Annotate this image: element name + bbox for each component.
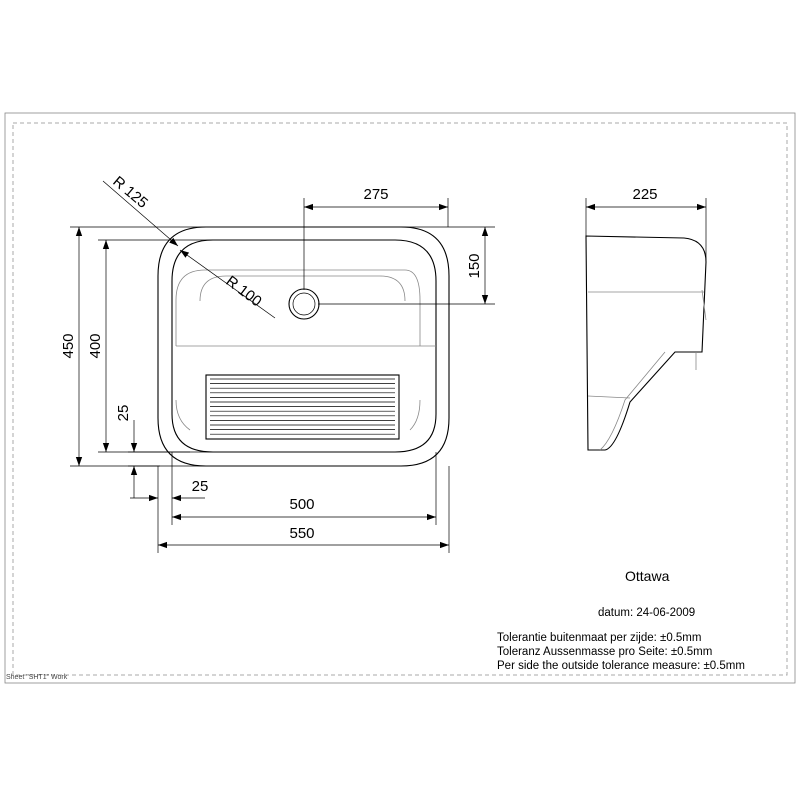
dim-400-label: 400	[87, 333, 104, 358]
dimension-450: 450	[60, 226, 206, 467]
side-view-line	[701, 289, 707, 321]
washboard-frame	[205, 374, 400, 440]
dim-500-label: 500	[289, 496, 314, 513]
side-view-line	[599, 351, 666, 451]
product-name: Ottawa	[625, 568, 670, 584]
bowl-inner-contour	[199, 275, 406, 302]
dimension-550: 550	[158, 466, 450, 553]
tolerance-german: Toleranz Aussenmasse pro Seite: ±0.5mm	[497, 646, 712, 658]
tolerance-english: Per side the outside tolerance measure: …	[497, 660, 745, 672]
dimension-r100: R 100	[179, 249, 276, 319]
side-view-outline	[585, 235, 707, 451]
dimension-25-vertical: 25	[115, 405, 190, 498]
sheet-label: Sheet "SHT1" Work	[6, 674, 68, 681]
dimension-500: 500	[172, 452, 437, 525]
dim-r100-label: R 100	[223, 273, 265, 311]
dim-275-label: 275	[363, 186, 388, 203]
dim-25-horizontal-label: 25	[192, 478, 209, 495]
sink-outer-rim	[157, 226, 450, 467]
dimension-r125: R 125	[102, 173, 179, 247]
dim-450-label: 450	[60, 333, 77, 358]
dimension-275: 275	[303, 186, 449, 290]
sink-side-view	[585, 235, 707, 451]
sheet-frame	[4, 112, 796, 684]
dim-25-vertical-label: 25	[115, 405, 132, 422]
tolerance-dutch: Tolerantie buitenmaat per zijde: ±0.5mm	[497, 632, 701, 644]
dimension-25-horizontal: 25	[130, 452, 208, 553]
drain-hole-inner	[292, 292, 316, 316]
sink-inner-rim	[171, 239, 437, 453]
drain-hole-outer	[288, 288, 320, 320]
dimension-225: 225	[585, 186, 707, 260]
dimension-150: 150	[318, 226, 495, 305]
sink-top-view	[157, 226, 450, 467]
bowl-upper-outline	[175, 269, 421, 346]
washboard-ribs	[210, 378, 395, 435]
bowl-lower-outline	[175, 399, 421, 431]
dim-150-label: 150	[466, 253, 483, 278]
drawing-date: datum: 24-06-2009	[598, 607, 695, 619]
dim-550-label: 550	[289, 525, 314, 542]
side-view-line	[587, 395, 631, 399]
title-block: Ottawa datum: 24-06-2009 Tolerantie buit…	[497, 568, 745, 672]
dim-225-label: 225	[632, 186, 657, 203]
